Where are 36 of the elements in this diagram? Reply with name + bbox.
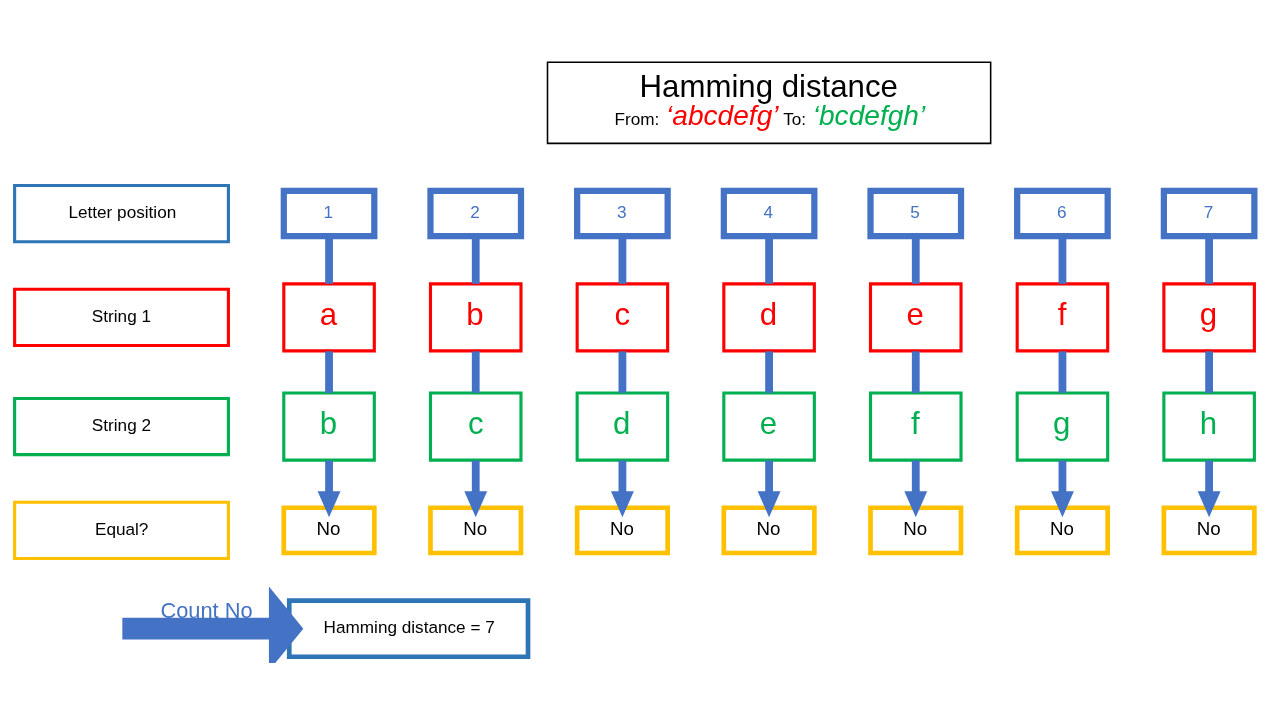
node-box: No	[1014, 504, 1111, 555]
node-box: b	[282, 391, 376, 462]
node-box: 4	[720, 187, 818, 239]
node-box: f	[868, 391, 963, 462]
node-box: Equal?	[13, 500, 230, 560]
node-box: No	[574, 504, 670, 555]
node-box: No	[428, 504, 524, 555]
node-box: h	[1162, 391, 1256, 462]
node-box: b	[428, 281, 523, 352]
node-box: c	[428, 391, 523, 462]
edge-label: Count No	[160, 597, 253, 623]
node-box: No	[1161, 504, 1257, 555]
node-box: g	[1015, 391, 1110, 462]
node-box: e	[868, 281, 963, 352]
node-box: 2	[427, 187, 525, 239]
node-box: 1	[280, 187, 378, 239]
node-box: g	[1162, 281, 1256, 352]
node-box: 7	[1160, 187, 1258, 239]
node-box: No	[721, 504, 817, 555]
node-box: c	[575, 281, 670, 352]
node-box: String 2	[13, 396, 230, 456]
node-box: e	[722, 391, 816, 462]
node-box: d	[575, 391, 670, 462]
node-box: 5	[867, 187, 965, 239]
node-box: a	[282, 281, 376, 352]
node-box: f	[1015, 281, 1110, 352]
node-box: 6	[1014, 187, 1111, 239]
node-box: No	[868, 504, 964, 555]
node-box: String 1	[13, 287, 230, 347]
node-box: Hamming distance From: ‘abcdefg’ To: ‘bcdefgh’	[546, 60, 992, 144]
node-box: No	[281, 504, 377, 555]
node-box: Letter position	[13, 183, 230, 243]
node-box: d	[722, 281, 816, 352]
node-box: 3	[574, 187, 671, 239]
arrow	[122, 586, 304, 663]
node-box: Hamming distance = 7	[286, 597, 531, 659]
